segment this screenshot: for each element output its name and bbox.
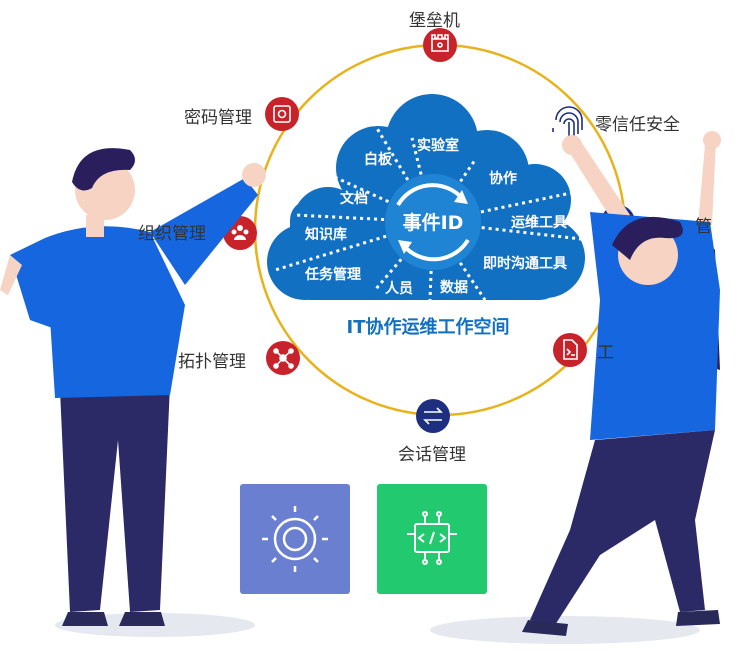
center-arrow-bottom <box>398 240 412 254</box>
swap-arrows-icon <box>423 407 443 425</box>
segment-label-data: 数据 <box>440 279 468 296</box>
center-arrow-top <box>454 190 468 204</box>
node-password[interactable] <box>265 97 299 131</box>
topology-icon <box>273 348 294 369</box>
code-chip-icon <box>407 511 457 565</box>
label-topology: 拓扑管理 <box>178 352 246 371</box>
segment-label-lab: 实验室 <box>417 137 459 154</box>
node-fortress[interactable] <box>423 28 457 62</box>
partial-label-right-mid: 工 <box>597 343 614 363</box>
gear-icon <box>262 506 328 572</box>
center-arc-top <box>396 183 464 207</box>
segment-label-docs: 文档 <box>340 190 368 207</box>
segment-label-knowledge: 知识库 <box>305 226 347 243</box>
center-arc-bottom <box>402 238 470 262</box>
label-session: 会话管理 <box>398 445 466 464</box>
label-zero-trust: 零信任安全 <box>595 115 680 134</box>
segment-label-task-mgmt: 任务管理 <box>304 266 361 283</box>
center-label: 事件ID <box>403 211 464 234</box>
segment-label-whiteboard: 白板 <box>364 151 393 168</box>
label-fortress: 堡垒机 <box>409 11 460 30</box>
segment-label-people: 人员 <box>385 280 413 297</box>
node-session[interactable] <box>416 399 450 433</box>
node-zero-trust[interactable] <box>552 106 583 138</box>
person-right-illustration <box>522 131 721 636</box>
cloud-caption: IT协作运维工作空间 <box>347 316 510 338</box>
fortress-icon <box>431 34 449 52</box>
code-tile[interactable] <box>377 484 487 594</box>
safe-icon <box>273 105 291 123</box>
gear-tile[interactable] <box>240 484 350 594</box>
node-topology[interactable] <box>266 341 300 375</box>
label-org: 组织管理 <box>138 224 206 243</box>
partial-label-right-top: 管 <box>695 217 712 237</box>
team-icon <box>231 225 249 240</box>
segment-label-ops-tools: 运维工具 <box>511 214 567 231</box>
label-password: 密码管理 <box>184 108 252 127</box>
segment-label-im-tools: 即时沟通工具 <box>483 255 567 272</box>
person-left-illustration <box>0 148 266 626</box>
terminal-icon <box>563 339 578 360</box>
segment-label-collab: 协作 <box>489 170 517 187</box>
node-terminal[interactable] <box>553 333 587 367</box>
fingerprint-icon <box>552 106 583 138</box>
